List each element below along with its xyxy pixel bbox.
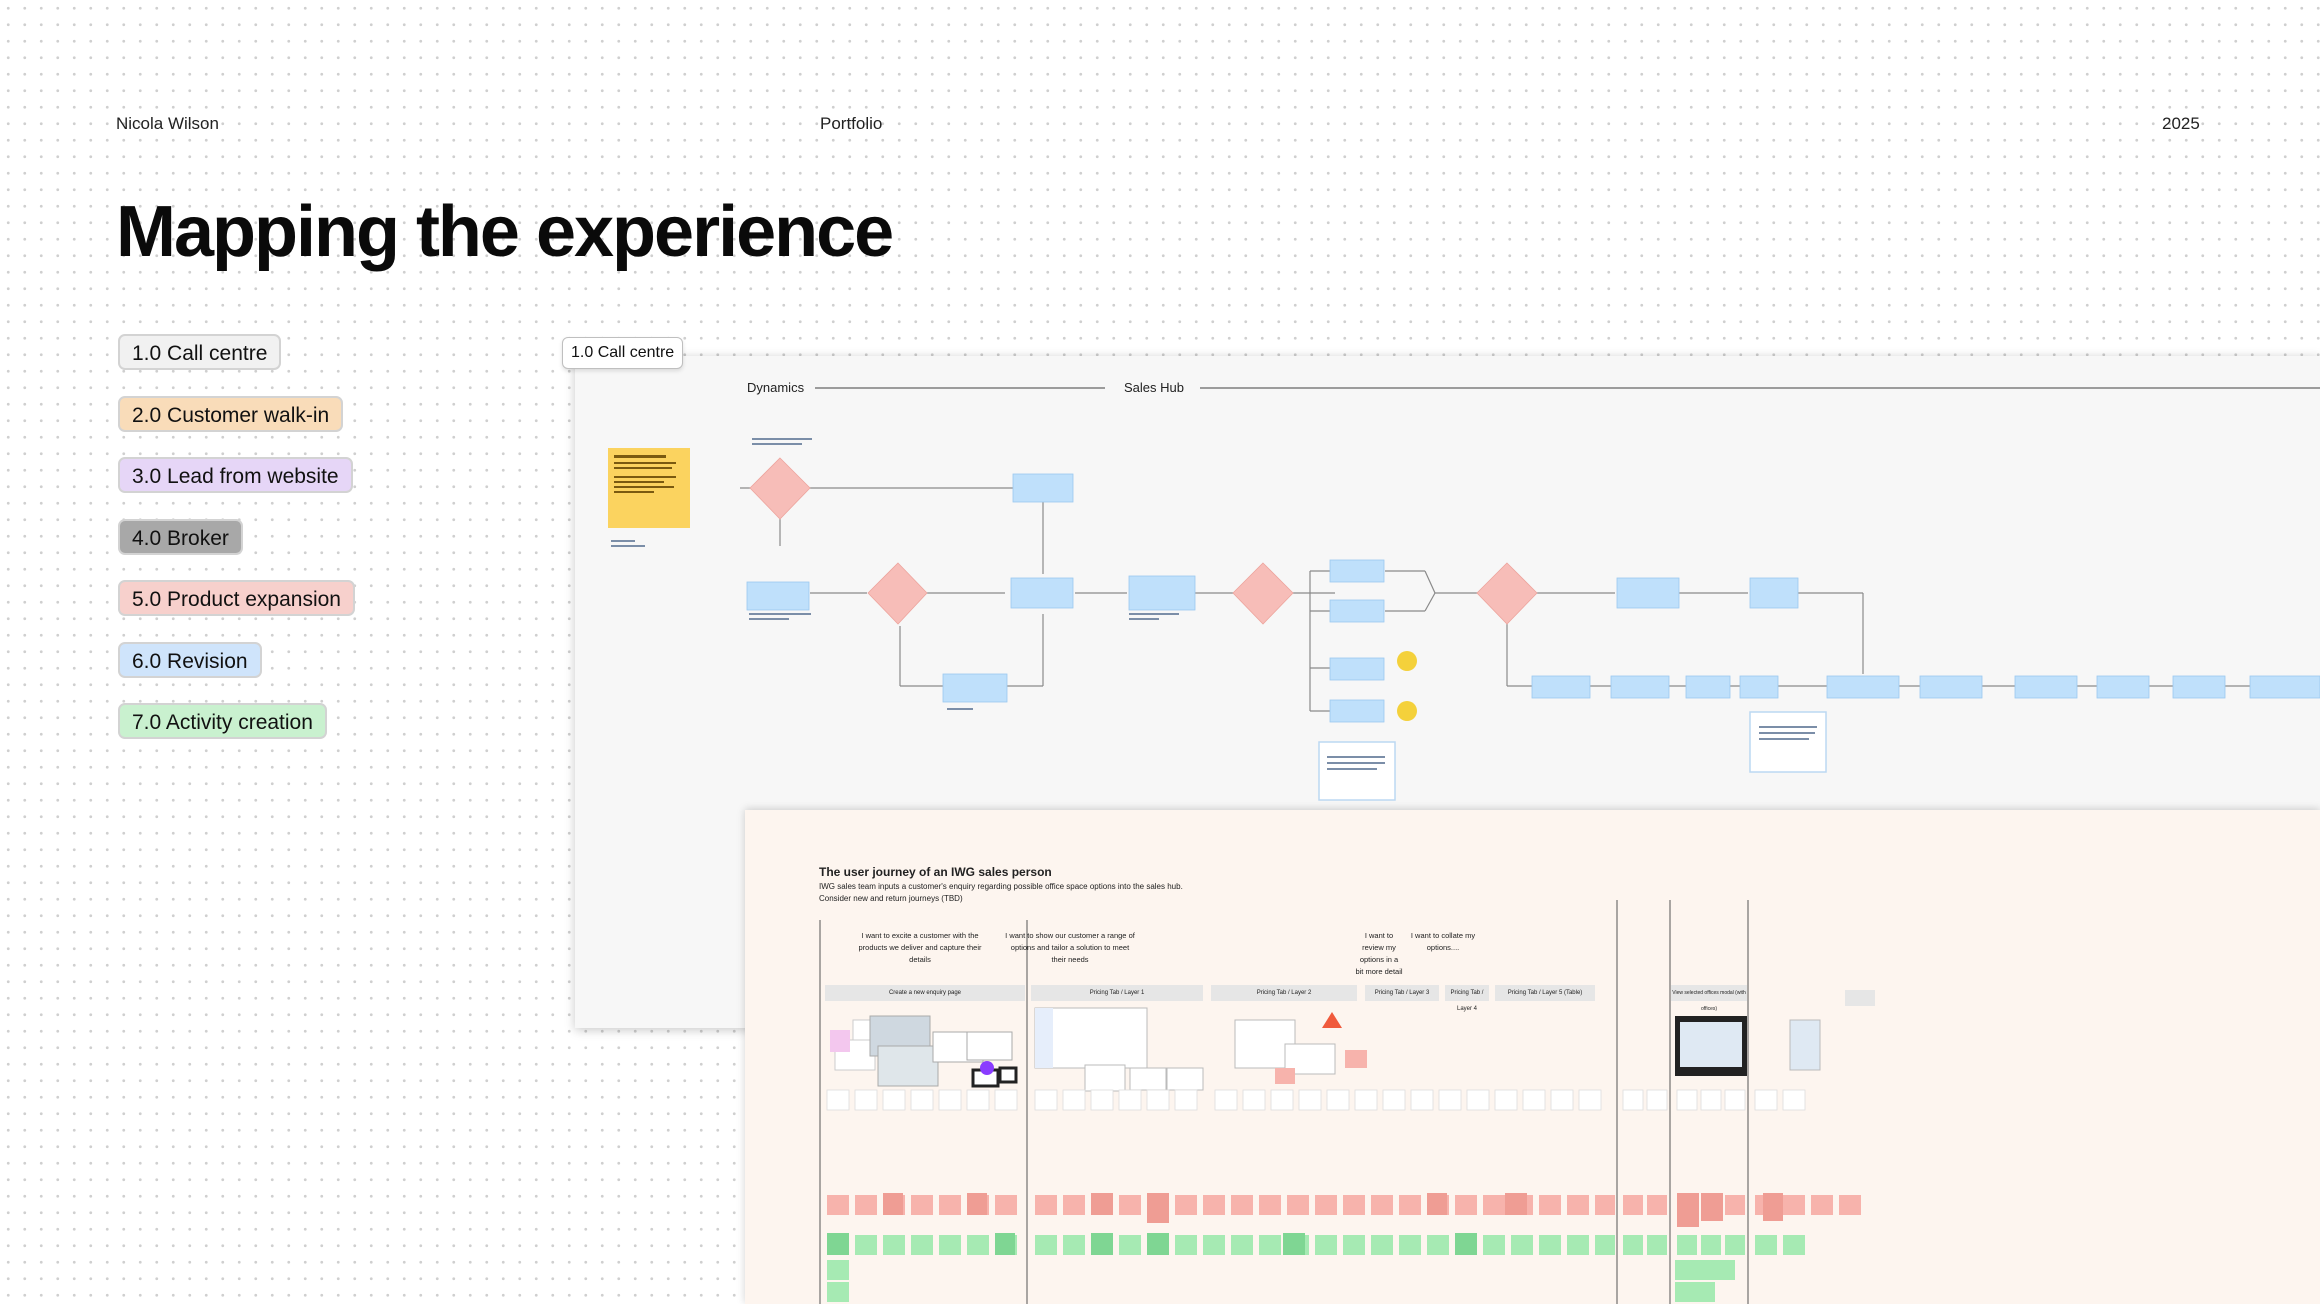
journey-column-4: I want to collate my options....: [1410, 931, 1476, 952]
journey-subtitle: IWG sales team inputs a customer's enqui…: [819, 882, 1183, 891]
flow-diagram-canvas: [608, 387, 2320, 801]
screenshot-thumbnails: [830, 990, 1875, 1092]
author-name: Nicola Wilson: [116, 114, 219, 133]
journey-canvas: [819, 900, 1875, 1304]
journey-subtitle-2: Consider new and return journeys (TBD): [819, 894, 963, 903]
journey-pill-lead-from-website[interactable]: 3.0 Lead from website: [118, 457, 353, 493]
stage-pricing-layer-4: Pricing Tab / Layer 4: [1445, 985, 1489, 1012]
journey-pill-customer-walk-in[interactable]: 2.0 Customer walk-in: [118, 396, 344, 432]
journey-column-2: I want to show our customer a range of o…: [1005, 931, 1135, 964]
stage-create-enquiry: Create a new enquiry page: [825, 985, 1025, 1001]
section-label: Portfolio: [820, 114, 883, 133]
stage-view-selected-offices: View selected offices modal (with office…: [1671, 985, 1747, 1012]
journey-pill-product-expansion[interactable]: 5.0 Product expansion: [118, 580, 355, 616]
user-journey-board[interactable]: The user journey of an IWG sales person …: [745, 810, 2320, 1304]
journey-pill-broker[interactable]: 4.0 Broker: [118, 519, 243, 555]
stage-pricing-layer-5: Pricing Tab / Layer 5 (Table): [1495, 985, 1595, 1001]
journey-pill-activity-creation[interactable]: 7.0 Activity creation: [118, 703, 327, 739]
journey-column-3: I want to review my options in a bit mor…: [1355, 931, 1403, 976]
stage-pricing-layer-2: Pricing Tab / Layer 2: [1211, 985, 1357, 1001]
journey-pill-call-centre[interactable]: 1.0 Call centre: [118, 334, 282, 370]
stage-pricing-layer-3: Pricing Tab / Layer 3: [1365, 985, 1439, 1001]
journey-pill-revision[interactable]: 6.0 Revision: [118, 642, 262, 678]
year-label: 2025: [2162, 114, 2200, 133]
journey-title: The user journey of an IWG sales person: [819, 865, 1052, 879]
journey-column-1: I want to excite a customer with the pro…: [858, 931, 982, 964]
lane-label-dynamics: Dynamics: [747, 380, 805, 395]
lane-label-sales-hub: Sales Hub: [1124, 380, 1184, 395]
stage-pricing-layer-1: Pricing Tab / Layer 1: [1031, 985, 1203, 1001]
flow-board-tab[interactable]: 1.0 Call centre: [562, 337, 684, 369]
page-title: Mapping the experience: [116, 192, 894, 272]
